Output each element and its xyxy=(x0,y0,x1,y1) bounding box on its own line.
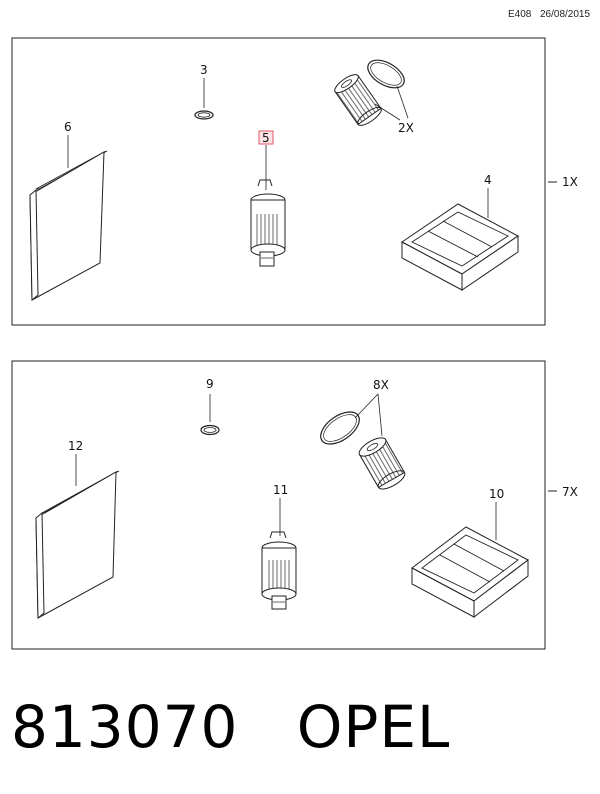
part-label-12: 12 xyxy=(68,439,83,453)
cabin-filter-icon xyxy=(29,135,108,302)
diagram-code: E408 xyxy=(508,9,532,20)
o-ring-seal-icon xyxy=(194,78,214,120)
part-label-4: 4 xyxy=(484,173,492,187)
part-label-9: 9 xyxy=(206,377,214,391)
cabin-filter-icon xyxy=(35,454,120,620)
panel-1-frame xyxy=(11,37,546,326)
part-highlight-5 xyxy=(258,130,274,145)
fuel-filter-icon xyxy=(250,145,286,267)
diagram-date: 26/08/2015 xyxy=(540,9,591,20)
oil-filter-with-seal-icon xyxy=(320,393,406,490)
panel-2-frame xyxy=(11,360,546,650)
part-label-10: 10 xyxy=(489,487,504,501)
part-label-3: 3 xyxy=(200,63,208,77)
fuel-filter-icon xyxy=(261,498,297,610)
part-label-2x: 2X xyxy=(398,121,414,135)
parts-diagram: 1X 3 2X 6 5 xyxy=(11,37,578,650)
part-number: 813070 xyxy=(11,693,239,761)
footer-title: 813070 OPEL xyxy=(11,692,450,762)
air-filter-icon xyxy=(401,188,519,291)
panel-1-quantity: 1X xyxy=(562,175,578,189)
part-label-5: 5 xyxy=(262,131,270,145)
oil-filter-with-seal-icon xyxy=(334,59,409,126)
part-label-11: 11 xyxy=(273,483,288,497)
air-filter-icon xyxy=(411,502,529,619)
panel-2-quantity: 7X xyxy=(562,485,578,499)
part-label-6: 6 xyxy=(64,120,72,134)
o-ring-seal-icon xyxy=(200,394,220,436)
brand-name: OPEL xyxy=(296,693,451,761)
part-label-8x: 8X xyxy=(373,378,389,392)
